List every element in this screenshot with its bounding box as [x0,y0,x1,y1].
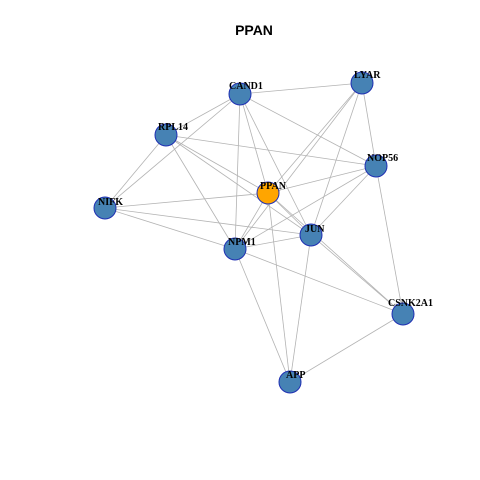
edge-nop56-csnk2a1 [375,165,404,315]
edge-cand1-jun [239,93,312,236]
node-nifk[interactable] [93,196,117,220]
graph-title: PPAN [235,22,273,38]
edge-cand1-nifk [104,93,241,209]
edge-npm1-csnk2a1 [234,248,404,315]
edge-nifk-npm1 [104,207,236,250]
node-label-csnk2a1: CSNK2A1 [388,298,433,309]
node-csnk2a1[interactable] [391,302,415,326]
node-app[interactable] [278,370,302,394]
node-rpl14[interactable] [154,123,178,147]
node-label-rpl14: RPL14 [158,122,188,133]
edge-jun-csnk2a1 [310,234,404,315]
node-cand1[interactable] [228,82,252,106]
edge-lyar-jun [310,82,363,236]
edge-lyar-npm1 [234,82,363,250]
edge-lyar-nop56 [361,82,377,167]
edge-nop56-ppan [267,165,377,194]
edge-npm1-jun [234,234,312,250]
edge-jun-app [289,234,312,383]
edge-nifk-ppan [104,192,269,209]
edge-nop56-jun [310,165,377,236]
node-label-cand1: CAND1 [229,81,263,92]
node-nop56[interactable] [364,154,388,178]
edge-nop56-npm1 [234,165,377,250]
edge-rpl14-ppan [165,134,269,194]
node-label-jun: JUN [305,224,325,235]
node-label-nifk: NIFK [98,197,123,208]
node-label-lyar: LYAR [354,70,381,81]
node-npm1[interactable] [223,237,247,261]
edge-rpl14-npm1 [165,134,236,250]
edge-cand1-ppan [239,93,269,194]
edge-npm1-app [234,248,291,383]
node-label-npm1: NPM1 [228,237,256,248]
edge-ppan-csnk2a1 [267,192,404,315]
edge-ppan-app [267,192,291,383]
node-ppan[interactable] [256,181,280,205]
edge-cand1-rpl14 [165,93,241,136]
nodes-layer [93,71,415,394]
edge-cand1-npm1 [234,93,241,250]
node-lyar[interactable] [350,71,374,95]
edge-rpl14-nifk [104,134,167,209]
edge-cand1-nop56 [239,93,377,167]
edge-rpl14-nop56 [165,134,377,167]
node-jun[interactable] [299,223,323,247]
edge-cand1-lyar [239,82,363,95]
node-label-ppan: PPAN [260,181,287,192]
node-label-app: APP [286,370,305,381]
edge-nifk-jun [104,207,312,236]
edges-layer [104,82,404,383]
edge-csnk2a1-app [289,313,404,383]
node-label-nop56: NOP56 [367,153,398,164]
edge-lyar-ppan [267,82,363,194]
